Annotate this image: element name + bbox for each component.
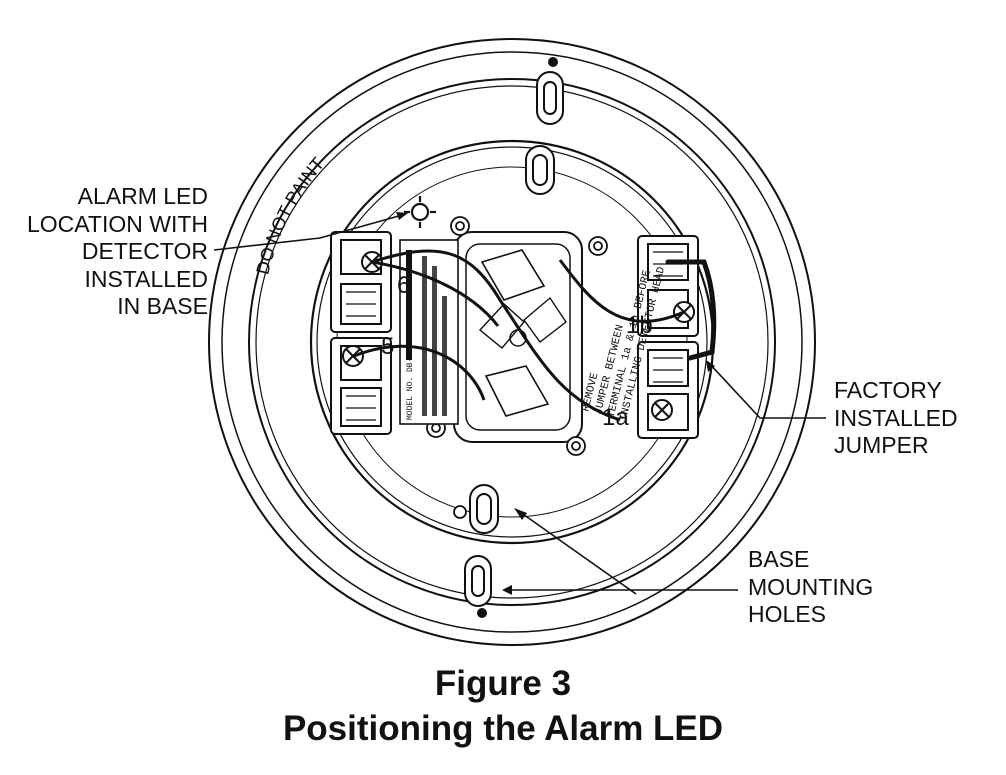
field-wiring <box>353 249 685 422</box>
mounting-hole-bottom-outer-inner <box>471 565 485 597</box>
leader-mounting-hole-inner <box>519 511 637 595</box>
mounting-hole-top-outer-inner <box>543 81 557 115</box>
mounting-hole-top-inner-inner <box>532 154 548 186</box>
callout-alarm-led-line-1: ALARM LED <box>77 183 208 209</box>
callout-factory-jumper-line-2: INSTALLED <box>834 404 958 431</box>
terminal-block-1a <box>637 341 699 439</box>
terminal-label-1b: 1b <box>626 312 653 339</box>
callout-factory-jumper-line-3: JUMPER <box>834 432 929 458</box>
terminal-block-6 <box>330 231 392 333</box>
alignment-dot-top <box>548 57 558 67</box>
factory-jumper-wire <box>665 259 717 361</box>
mounting-holes <box>464 71 564 607</box>
callout-mounting-holes-line-2: MOUNTING <box>748 573 874 600</box>
mounting-hole-bottom-inner-inner <box>476 493 492 525</box>
callout-alarm-led-line-5: IN BASE <box>117 293 208 319</box>
leader-factory-jumper <box>707 361 826 419</box>
alarm-led-symbol <box>404 196 436 228</box>
terminal-label-1a: 1a <box>602 404 629 431</box>
callout-mounting-holes-line-1: BASE <box>748 546 810 572</box>
callout-mounting-holes-line-3: HOLES <box>748 601 826 627</box>
callout-factory-jumper-line-1: FACTORY <box>834 377 942 403</box>
label-panel-text: MODEL NO. DB-11 <box>406 250 447 420</box>
figure-number: Figure 3 <box>434 664 572 703</box>
detector-base-diagram: DO NOT PAINT <box>208 38 826 646</box>
terminal-label-6: 6 <box>397 272 410 299</box>
callout-factory-jumper: FACTORY INSTALLED JUMPER <box>834 377 958 460</box>
callout-mounting-holes: BASE MOUNTING HOLES <box>748 546 873 629</box>
terminal-label-5: 5 <box>381 333 394 360</box>
callout-alarm-led-line-3: DETECTOR <box>81 238 208 264</box>
figure-title: Positioning the Alarm LED <box>282 709 724 748</box>
callout-alarm-led: ALARM LED LOCATION WITH DETECTOR INSTALL… <box>8 183 208 321</box>
callout-alarm-led-line-2: LOCATION WITH <box>26 210 208 237</box>
alignment-dot-bottom <box>477 608 487 618</box>
terminal-block-5 <box>330 337 392 435</box>
leader-lines <box>213 213 826 595</box>
model-number: MODEL NO. DB-11 <box>406 348 415 420</box>
outer-rings <box>208 38 816 646</box>
leader-alarm-led <box>213 213 407 251</box>
callout-alarm-led-line-4: INSTALLED <box>84 265 208 292</box>
do-not-paint-text: DO NOT PAINT <box>252 154 328 277</box>
ring-text: DO NOT PAINT <box>252 154 328 277</box>
leader-arrowheads <box>396 212 715 595</box>
